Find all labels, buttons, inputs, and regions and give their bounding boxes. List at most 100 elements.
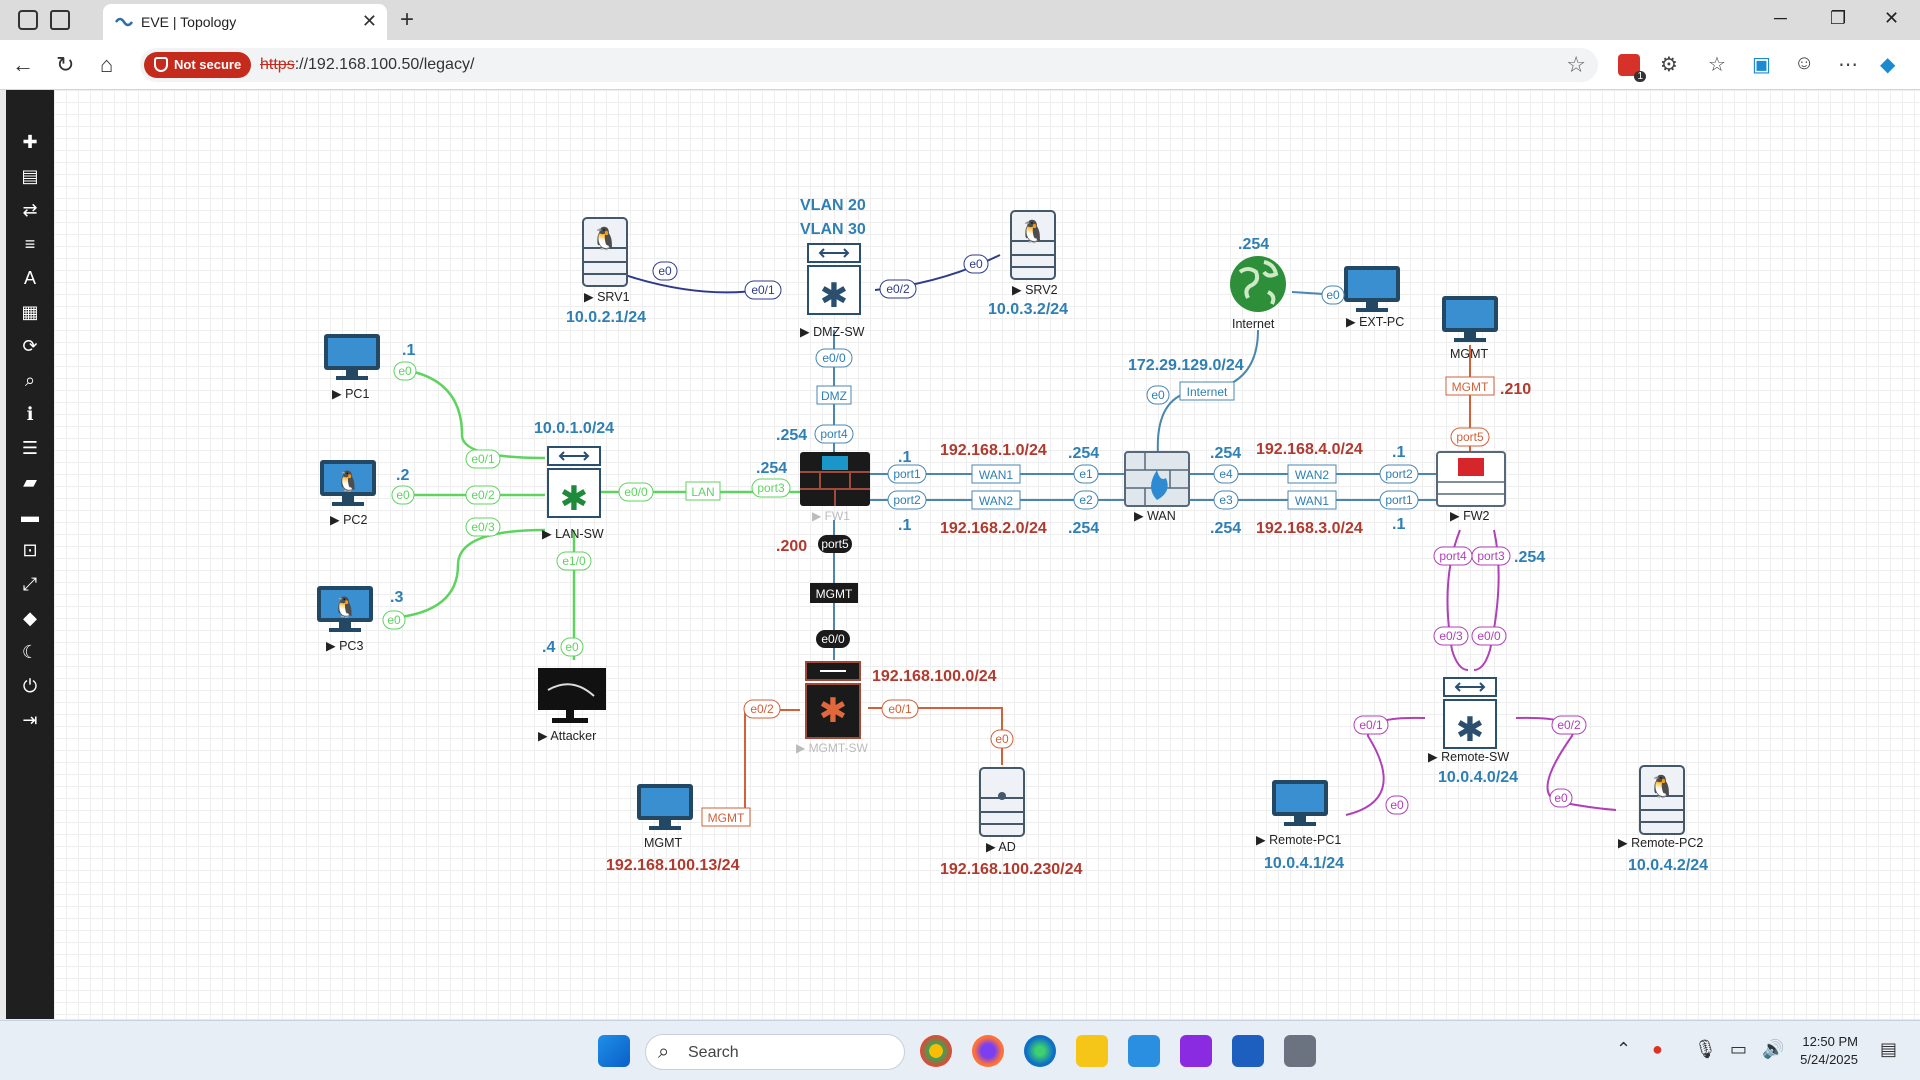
- internet-node[interactable]: [1230, 256, 1286, 312]
- chat-icon[interactable]: ▬: [21, 506, 39, 526]
- network-dmz[interactable]: DMZ: [816, 385, 852, 405]
- node-label-remote-pc2[interactable]: ▶ Remote-PC2: [1618, 836, 1703, 850]
- wan-node[interactable]: [1124, 451, 1190, 507]
- extensions-icon[interactable]: ⚙: [1660, 54, 1678, 76]
- new-tab-icon[interactable]: +: [400, 6, 415, 33]
- mgmt-pc-node[interactable]: [637, 784, 693, 830]
- close-window-icon[interactable]: ✕: [1884, 8, 1900, 28]
- tag-icon[interactable]: ◆: [23, 608, 37, 628]
- grid-icon[interactable]: ▦: [21, 302, 39, 322]
- remote-pc1-node[interactable]: [1272, 780, 1328, 826]
- lan-sw-node[interactable]: ✱: [547, 446, 601, 518]
- startup-config-icon[interactable]: ≡: [24, 234, 36, 254]
- node-label-mgmt-fw2[interactable]: MGMT: [1450, 347, 1489, 361]
- add-object-icon[interactable]: ✚: [22, 132, 38, 152]
- ad-node[interactable]: [979, 767, 1025, 837]
- more-menu-icon[interactable]: ⋯: [1838, 54, 1858, 76]
- lock-icon[interactable]: ⊡: [22, 540, 38, 560]
- node-label-internet[interactable]: Internet: [1232, 317, 1275, 331]
- word-icon[interactable]: [1232, 1035, 1264, 1067]
- pc1-node[interactable]: [324, 334, 380, 380]
- url-text[interactable]: https://192.168.100.50/legacy/: [260, 56, 474, 74]
- fullscreen-icon[interactable]: ⤢: [22, 574, 38, 594]
- node-label-attacker[interactable]: ▶ Attacker: [538, 729, 596, 743]
- network-mgmt-fw1[interactable]: MGMT: [810, 583, 858, 603]
- node-label-wan[interactable]: ▶ WAN: [1134, 509, 1176, 523]
- network-internet[interactable]: Internet: [1179, 381, 1235, 401]
- mgmt-fw2-node[interactable]: [1442, 296, 1498, 342]
- extension-badge-icon[interactable]: 1: [1618, 54, 1646, 82]
- network-wan2-left[interactable]: WAN2: [971, 490, 1021, 510]
- pc3-node[interactable]: 🐧: [317, 586, 373, 632]
- node-label-remote-sw[interactable]: ▶ Remote-SW: [1428, 750, 1509, 764]
- fw1-node[interactable]: [800, 452, 870, 506]
- url-field[interactable]: Not secure https://192.168.100.50/legacy…: [140, 48, 1598, 82]
- close-tab-icon[interactable]: ✕: [361, 11, 377, 31]
- profile-avatar-icon[interactable]: ☺: [1794, 52, 1815, 74]
- tray-app-icon[interactable]: ●: [1652, 1039, 1663, 1059]
- network-mgmt-pc[interactable]: MGMT: [701, 807, 751, 827]
- dmz-sw-node[interactable]: ✱: [807, 243, 861, 315]
- collections-icon[interactable]: ▣: [1752, 54, 1771, 76]
- node-label-srv1[interactable]: ▶ SRV1: [584, 290, 630, 304]
- node-label-remote-pc1[interactable]: ▶ Remote-PC1: [1256, 833, 1341, 847]
- lab-info-icon[interactable]: ℹ: [26, 404, 34, 424]
- pdf-app-icon[interactable]: [1180, 1035, 1212, 1067]
- node-label-fw1[interactable]: ▶ FW1: [812, 509, 850, 523]
- remote-desktop-icon[interactable]: [1284, 1035, 1316, 1067]
- back-icon[interactable]: ←: [12, 52, 34, 77]
- network-wan2-right[interactable]: WAN2: [1287, 464, 1337, 484]
- remote-sw-node[interactable]: ✱: [1443, 677, 1497, 749]
- tray-chevron-icon[interactable]: ⌃: [1616, 1039, 1632, 1059]
- network-status-icon[interactable]: ▭: [1730, 1039, 1748, 1059]
- attacker-node[interactable]: [538, 668, 606, 723]
- firefox-icon[interactable]: [972, 1035, 1004, 1067]
- nodes-icon[interactable]: ▤: [21, 166, 39, 186]
- taskbar-clock[interactable]: 12:50 PM 5/24/2025: [1800, 1033, 1858, 1069]
- node-label-ext-pc[interactable]: ▶ EXT-PC: [1346, 315, 1404, 329]
- node-label-srv2[interactable]: ▶ SRV2: [1012, 283, 1058, 297]
- networks-icon[interactable]: ⇄: [22, 200, 38, 220]
- network-wan1-left[interactable]: WAN1: [971, 464, 1021, 484]
- volume-icon[interactable]: 🔊: [1762, 1039, 1785, 1059]
- node-label-pc1[interactable]: ▶ PC1: [332, 387, 369, 401]
- snipping-tool-icon[interactable]: [1128, 1035, 1160, 1067]
- edge-icon[interactable]: [1024, 1035, 1056, 1067]
- refresh-icon[interactable]: ↻: [56, 52, 75, 77]
- fw2-node[interactable]: [1436, 451, 1506, 507]
- network-mgmt-fw2[interactable]: MGMT: [1445, 376, 1495, 396]
- chrome-icon[interactable]: [920, 1035, 952, 1067]
- topology-canvas[interactable]: 🐧 ▶ SRV1 10.0.2.1/24 🐧 ▶ SRV2 10.0.3.2/2…: [54, 90, 1920, 1019]
- refresh-topology-icon[interactable]: ⟳: [22, 336, 38, 356]
- logout-icon[interactable]: ⇥: [22, 710, 38, 730]
- srv1-node[interactable]: 🐧: [582, 217, 628, 287]
- node-label-ad[interactable]: ▶ AD: [986, 840, 1016, 854]
- network-wan1-right[interactable]: WAN1: [1287, 490, 1337, 510]
- notifications-icon[interactable]: ▤: [1880, 1039, 1898, 1059]
- workspaces-icon[interactable]: [18, 10, 38, 30]
- pc2-node[interactable]: 🐧: [320, 460, 376, 506]
- tab-eve-topology[interactable]: EVE | Topology ✕: [103, 4, 387, 40]
- minimize-icon[interactable]: ─: [1774, 8, 1787, 28]
- workbook-icon[interactable]: ▰: [23, 472, 37, 492]
- taskbar-search[interactable]: ⌕ Search: [645, 1034, 905, 1070]
- favorite-star-icon[interactable]: ☆: [1566, 52, 1586, 77]
- copilot-icon[interactable]: ◆: [1880, 54, 1896, 76]
- not-secure-badge[interactable]: Not secure: [144, 52, 252, 78]
- lab-details-icon[interactable]: ☰: [21, 438, 39, 458]
- home-icon[interactable]: ⌂: [100, 52, 114, 77]
- srv2-node[interactable]: 🐧: [1010, 210, 1056, 280]
- tab-actions-icon[interactable]: [50, 10, 70, 30]
- start-windows-icon[interactable]: [598, 1035, 630, 1067]
- mgmt-sw-node[interactable]: ✱: [805, 661, 861, 739]
- node-label-fw2[interactable]: ▶ FW2: [1450, 509, 1490, 523]
- node-label-pc3[interactable]: ▶ PC3: [326, 639, 363, 653]
- zoom-icon[interactable]: ⌕: [24, 370, 36, 390]
- network-lan[interactable]: LAN: [685, 481, 721, 501]
- node-label-mgmt-pc[interactable]: MGMT: [644, 836, 683, 850]
- maximize-icon[interactable]: ❐: [1830, 8, 1847, 28]
- node-label-mgmt-sw[interactable]: ▶ MGMT-SW: [796, 741, 869, 755]
- power-icon[interactable]: ⏻: [22, 676, 38, 696]
- node-label-lan-sw[interactable]: ▶ LAN-SW: [542, 527, 604, 541]
- dark-mode-icon[interactable]: ☾: [21, 642, 39, 662]
